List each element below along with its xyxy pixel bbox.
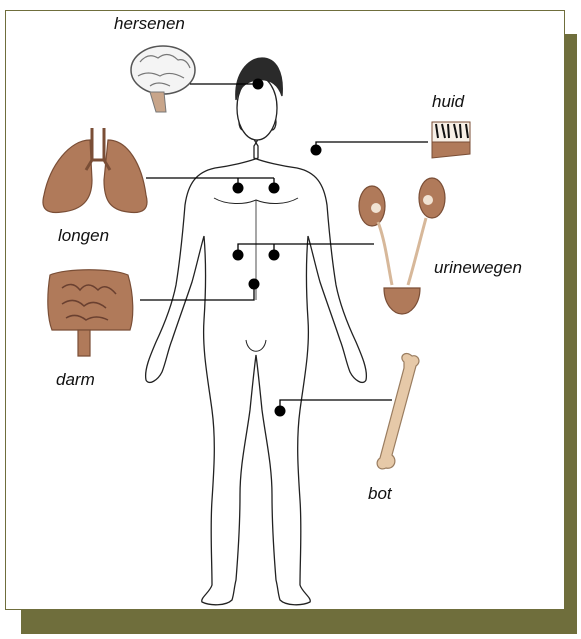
connector-huid: [316, 142, 428, 150]
dot-urinewegen-left: [233, 250, 244, 261]
dot-urinewegen-right: [269, 250, 280, 261]
brain-icon: [131, 46, 195, 112]
lungs-icon: [43, 128, 147, 212]
label-huid: huid: [432, 92, 464, 112]
femur-bone-icon: [377, 354, 419, 469]
kidneys-bladder-icon: [359, 178, 445, 314]
label-hersenen: hersenen: [114, 14, 185, 34]
dot-bot: [275, 406, 286, 417]
dot-hersenen: [253, 79, 264, 90]
label-urinewegen: urinewegen: [434, 258, 522, 278]
label-darm: darm: [56, 370, 95, 390]
skin-icon: [432, 122, 470, 158]
human-body-figure: [146, 58, 367, 605]
dot-longen-left: [233, 183, 244, 194]
label-bot: bot: [368, 484, 392, 504]
label-longen: longen: [58, 226, 109, 246]
dot-darm: [249, 279, 260, 290]
intestine-icon: [48, 270, 133, 356]
dot-huid: [311, 145, 322, 156]
dot-longen-right: [269, 183, 280, 194]
